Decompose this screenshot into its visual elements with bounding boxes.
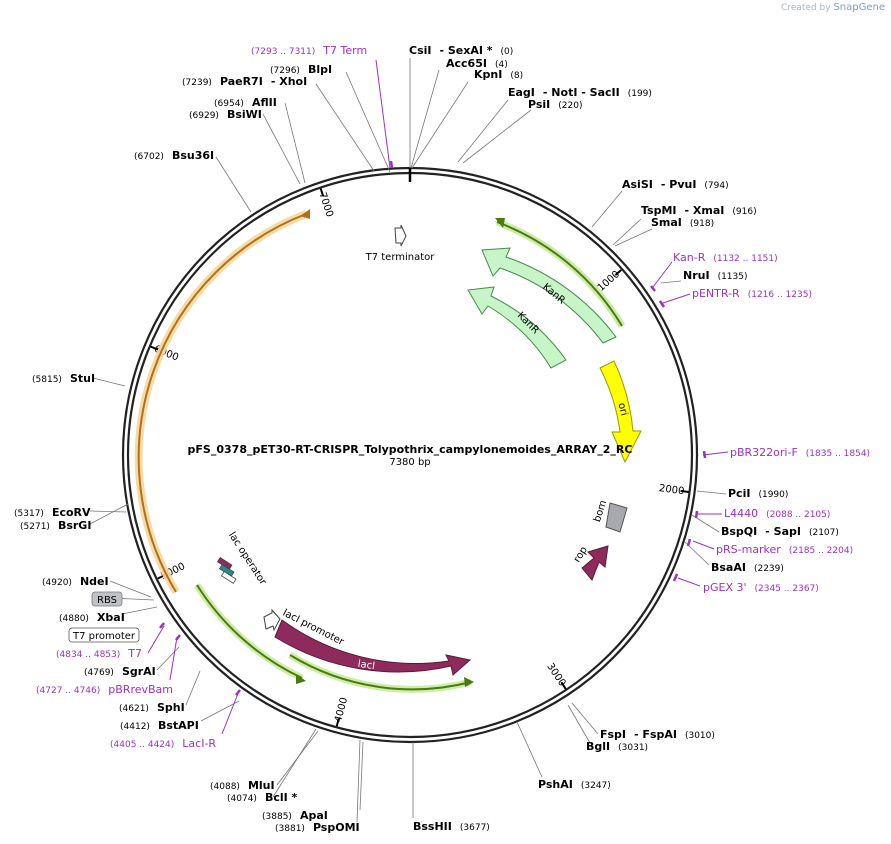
primer-pbr322ori-f[interactable]: pBR322ori-F(1835 .. 1854) bbox=[730, 446, 870, 459]
primer-leader-lines bbox=[147, 59, 729, 735]
laci-feature: lacI bbox=[274, 619, 472, 676]
bom-label: bom bbox=[592, 499, 609, 524]
leader-lines bbox=[89, 58, 727, 823]
laci-label: lacI bbox=[357, 659, 376, 672]
enzyme-labels: CsiI- SexAI *(0) Acc65I(4) KpnI(8) EagI-… bbox=[14, 44, 839, 834]
enzyme-ndei[interactable]: (4920)NdeI bbox=[42, 575, 109, 588]
enzyme-pspomi[interactable]: (3881)PspOMI bbox=[275, 821, 360, 834]
enzyme-bsrgi[interactable]: (5271)BsrGI bbox=[20, 519, 91, 532]
rbs-badge[interactable]: RBS bbox=[91, 591, 123, 607]
enzyme-fspi[interactable]: FspI- FspAI(3010) bbox=[600, 728, 715, 741]
watermark-created-by: Created by bbox=[781, 3, 831, 13]
primer-l4440[interactable]: L4440(2088 .. 2105) bbox=[724, 507, 830, 520]
lac-operator-feature: lac operator bbox=[216, 530, 269, 588]
primer-pentr-r[interactable]: pENTR-R(1216 .. 1235) bbox=[692, 287, 812, 300]
enzyme-bgli[interactable]: BglI(3031) bbox=[586, 740, 648, 753]
enzyme-drui[interactable]: NruI(1135) bbox=[683, 269, 748, 282]
rop-label: rop bbox=[572, 545, 590, 565]
enzyme-pcii[interactable]: PciI(1990) bbox=[728, 487, 788, 500]
tick-mark bbox=[680, 489, 689, 493]
enzyme-psii[interactable]: PsiI(220) bbox=[528, 98, 582, 111]
snapgene-watermark: Created by SnapGene bbox=[781, 2, 885, 13]
tick-mark bbox=[150, 345, 159, 351]
enzyme-smai[interactable]: SmaI(918) bbox=[651, 216, 714, 229]
primer-prs-marker[interactable]: pRS-marker(2185 .. 2204) bbox=[716, 543, 853, 556]
enzyme-aflii[interactable]: (6954)AflII bbox=[214, 96, 277, 109]
primer-marks bbox=[159, 160, 707, 696]
enzyme-csii[interactable]: CsiI- SexAI *(0) bbox=[409, 44, 513, 57]
enzyme-apai[interactable]: (3885)ApaI bbox=[262, 809, 328, 822]
enzyme-sgrai[interactable]: (4769)SgrAI bbox=[84, 665, 156, 678]
tick-mark bbox=[614, 269, 623, 276]
enzyme-tspmi[interactable]: TspMI- XmaI(916) bbox=[641, 204, 757, 217]
enzyme-asisi[interactable]: AsiSI- PvuI(794) bbox=[622, 178, 729, 191]
enzyme-ecorv[interactable]: (5317)EcoRV bbox=[14, 506, 91, 519]
enzyme-bsaai[interactable]: BsaAI(2239) bbox=[711, 561, 784, 574]
enzyme-mlui[interactable]: (4088)MluI bbox=[210, 779, 275, 792]
primer-pbrrevbam[interactable]: (4727 .. 4746)pBRrevBam bbox=[36, 683, 173, 696]
enzyme-kpni[interactable]: KpnI(8) bbox=[474, 68, 523, 81]
tick-label: 4000 bbox=[333, 696, 350, 723]
orf-laci-long bbox=[194, 583, 306, 684]
enzyme-bsiwi[interactable]: (6929)BsiWI bbox=[189, 108, 262, 121]
tick-mark bbox=[319, 188, 325, 197]
plasmid-name: pFS_0378_pET30-RT-CRISPR_Tolypothrix_cam… bbox=[188, 443, 633, 456]
rbs-label: RBS bbox=[97, 595, 117, 606]
enzyme-blpi[interactable]: (7296)BlpI bbox=[270, 63, 332, 76]
enzyme-bspqi[interactable]: BspQI- SapI(2107) bbox=[721, 525, 839, 538]
enzyme-bsshii[interactable]: BssHII(3677) bbox=[413, 820, 490, 833]
primer-pgex3[interactable]: pGEX 3'(2345 .. 2367) bbox=[703, 581, 819, 594]
orf-orange bbox=[134, 209, 310, 595]
ori-feature: ori bbox=[599, 360, 642, 464]
enzyme-pshai[interactable]: PshAI(3247) bbox=[538, 778, 611, 791]
enzyme-bstapi[interactable]: (4412)BstAPI bbox=[120, 719, 199, 732]
orf-laci-short bbox=[288, 652, 474, 693]
rop-feature: rop bbox=[572, 545, 609, 581]
tick-mark bbox=[560, 681, 567, 690]
primer-labels: (7293 .. 7311)T7 Term Kan-R(1132 .. 1151… bbox=[36, 44, 870, 750]
tick-label: 2000 bbox=[658, 483, 685, 497]
enzyme-acc65i[interactable]: Acc65I(4) bbox=[446, 57, 508, 70]
orf-kanr bbox=[495, 218, 626, 328]
enzyme-eagi[interactable]: EagI- NotI - SacII(199) bbox=[508, 86, 652, 99]
primer-laci-r[interactable]: (4405 .. 4424)LacI-R bbox=[110, 737, 216, 750]
t7-promoter-label: T7 promoter bbox=[72, 631, 136, 642]
tick-mark bbox=[335, 718, 340, 727]
enzyme-sphi[interactable]: (4621)SphI bbox=[119, 701, 185, 714]
primer-kanr[interactable]: Kan-R(1132 .. 1151) bbox=[673, 251, 778, 264]
plasmid-size: 7380 bp bbox=[389, 457, 430, 468]
ori-label: ori bbox=[615, 402, 629, 417]
primer-t7term[interactable]: (7293 .. 7311)T7 Term bbox=[251, 44, 367, 57]
tick-label: 3000 bbox=[544, 661, 567, 688]
t7-promoter-badge[interactable]: T7 promoter bbox=[68, 627, 140, 643]
enzyme-bcli[interactable]: (4074)BclI * bbox=[227, 791, 298, 804]
watermark-brand: SnapGene bbox=[833, 2, 885, 13]
t7-terminator-label: T7 terminator bbox=[365, 252, 436, 263]
bom-feature: bom bbox=[592, 499, 628, 533]
enzyme-bsu36i[interactable]: (6702)Bsu36I bbox=[134, 149, 214, 162]
enzyme-stui[interactable]: (5815)StuI bbox=[32, 372, 95, 385]
enzyme-xbai[interactable]: (4880)XbaI bbox=[59, 611, 125, 624]
tick-label: 7000 bbox=[316, 191, 335, 219]
primer-t7[interactable]: (4834 .. 4853)T7 bbox=[56, 647, 142, 660]
t7-terminator-feature: T7 terminator bbox=[365, 224, 436, 263]
enzyme-paer7i[interactable]: (7239)PaeR7I- XhoI bbox=[182, 75, 307, 88]
